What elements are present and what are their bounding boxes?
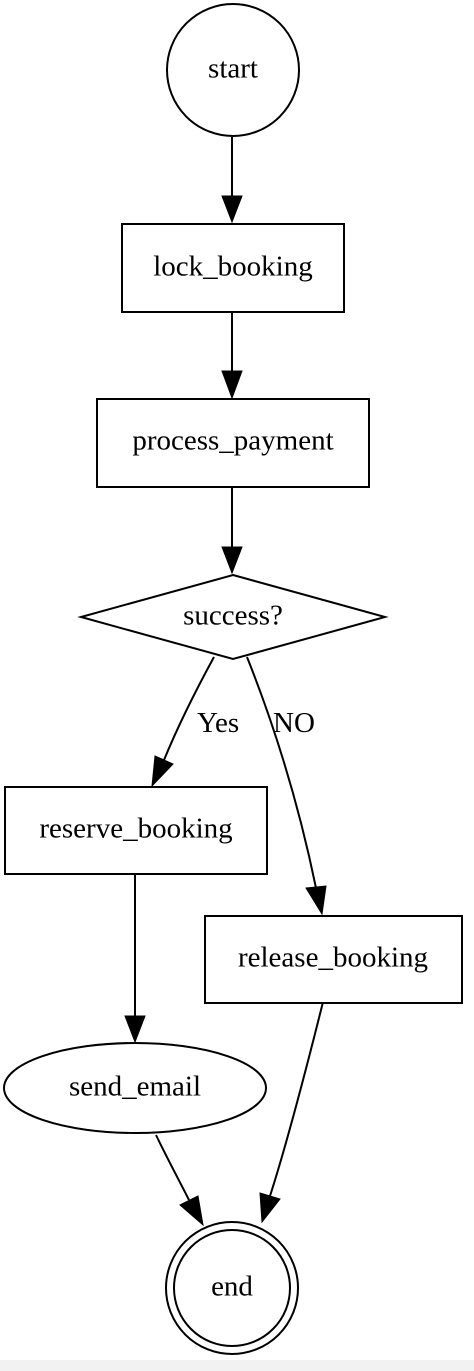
node-end[interactable]: end: [165, 1221, 299, 1355]
edge-process-to-success: [221, 486, 243, 575]
send-email-ellipse: [3, 1042, 267, 1134]
node-release-booking[interactable]: release_booking: [204, 915, 463, 1004]
bottom-strip: [0, 1360, 474, 1371]
edge-success-to-reserve: [151, 656, 215, 788]
node-label-release-booking: release_booking: [238, 942, 428, 974]
node-label-reserve-booking: reserve_booking: [39, 813, 232, 845]
edge-label-yes: Yes: [197, 707, 239, 739]
node-label-end: end: [211, 1271, 253, 1303]
node-process-payment[interactable]: process_payment: [96, 398, 370, 488]
node-success[interactable]: success?: [77, 573, 389, 661]
lock-booking-box: [121, 223, 345, 313]
start-circle: [166, 3, 300, 137]
edge-reserve-to-email: [124, 873, 146, 1044]
edge-success-to-release: [246, 656, 327, 916]
node-label-lock-booking: lock_booking: [153, 251, 313, 283]
node-label-send-email: send_email: [69, 1071, 201, 1103]
node-start[interactable]: start: [166, 3, 300, 137]
edge-lock-to-process: [221, 312, 243, 400]
reserve-booking-box: [4, 786, 268, 875]
success-diamond: [77, 573, 389, 661]
node-lock-booking[interactable]: lock_booking: [121, 223, 345, 313]
node-label-process-payment: process_payment: [132, 425, 333, 457]
end-inner-circle: [173, 1229, 291, 1347]
edge-email-to-end: [155, 1134, 204, 1227]
process-payment-box: [96, 398, 370, 488]
node-label-success: success?: [183, 600, 283, 632]
node-send-email[interactable]: send_email: [3, 1042, 267, 1134]
node-label-start: start: [208, 53, 258, 85]
node-reserve-booking[interactable]: reserve_booking: [4, 786, 268, 875]
release-booking-box: [204, 915, 463, 1004]
edge-release-to-end: [259, 1001, 324, 1224]
edge-label-no: NO: [273, 707, 315, 739]
edge-start-to-lock: [221, 137, 243, 224]
